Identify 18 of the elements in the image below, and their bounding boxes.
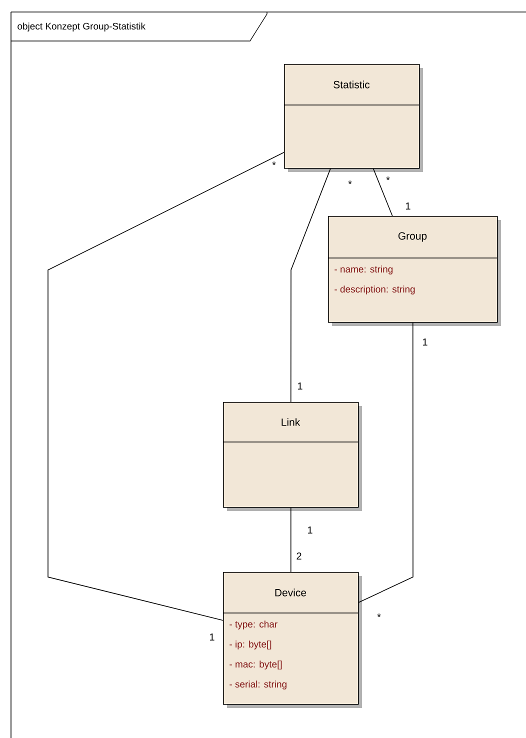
multiplicity-label: * <box>272 162 276 166</box>
class-box: Group - name: string - description: string <box>328 216 501 326</box>
multiplicity-label: 1 <box>422 338 428 346</box>
multiplicity-label: 1 <box>308 526 312 534</box>
association-line <box>48 152 284 621</box>
multiplicity-label: 1 <box>298 382 302 390</box>
multiplicity-label: 1 <box>406 202 410 210</box>
class-box: Link <box>222 402 362 511</box>
multiplicity-label: * <box>377 614 381 618</box>
association-line <box>373 168 393 216</box>
association-line <box>358 322 414 603</box>
class-box: Device - type: char - ip: byte[] - mac: byte[] - serial: string <box>222 572 362 708</box>
class-box: Statistic <box>284 64 423 172</box>
association-line <box>290 168 331 402</box>
association-line <box>290 507 292 572</box>
multiplicity-label: * <box>386 176 390 180</box>
multiplicity-label: * <box>348 180 352 184</box>
multiplicity-label: 2 <box>296 552 302 560</box>
